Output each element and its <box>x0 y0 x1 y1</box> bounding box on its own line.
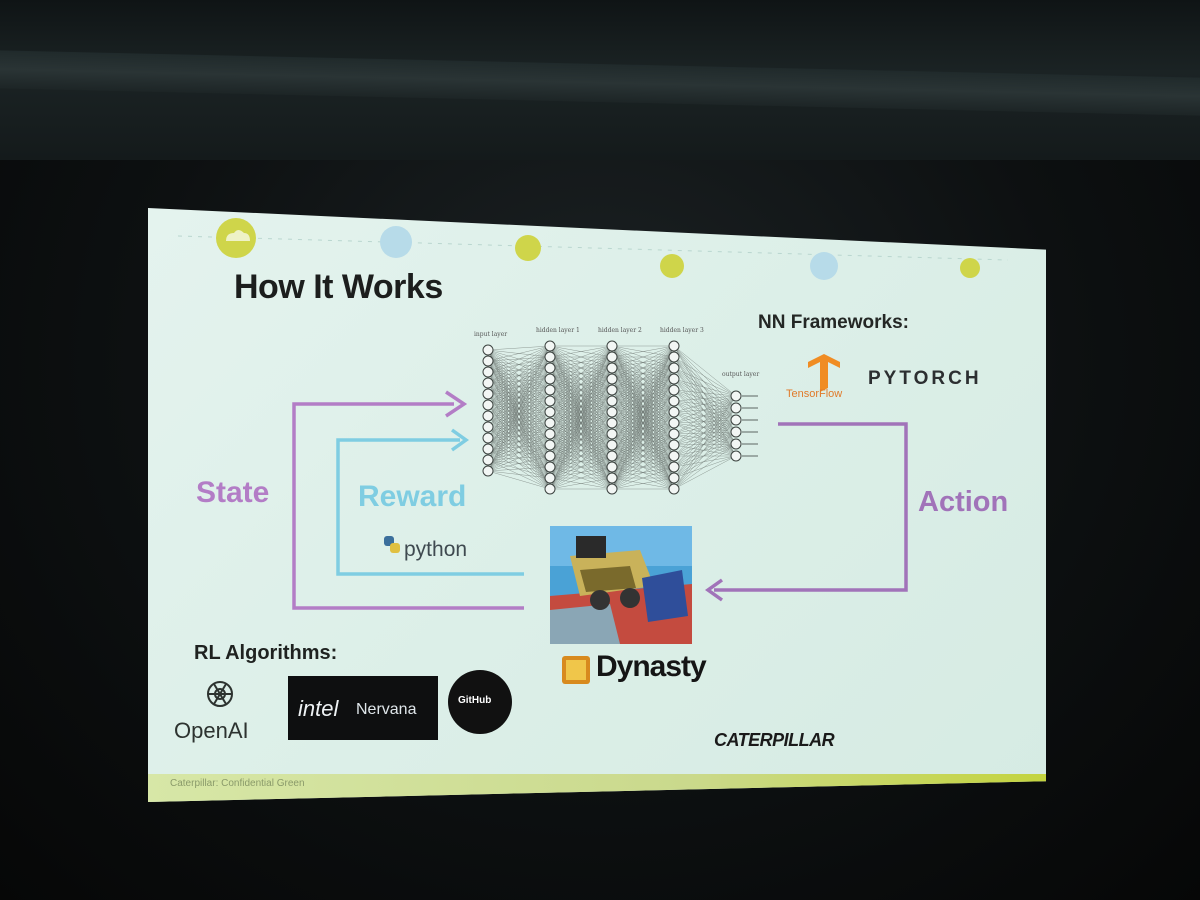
network-node <box>668 373 680 385</box>
action-label: Action <box>918 486 1009 518</box>
network-node <box>544 406 556 418</box>
confidential-footer: Caterpillar: Confidential Green <box>170 778 305 789</box>
layer-label: output layer <box>722 371 759 378</box>
state-label: State <box>196 476 270 509</box>
python-logo-icon <box>384 536 400 553</box>
github-octocat-icon: GitHub <box>448 670 512 734</box>
openai-logo-icon <box>207 681 233 707</box>
network-node <box>482 366 494 378</box>
network-node <box>668 351 680 363</box>
pytorch-logo: PYTORCH <box>868 368 982 389</box>
network-node <box>606 384 618 396</box>
slide-title: How It Works <box>234 268 443 306</box>
network-node <box>544 461 556 473</box>
network-node <box>544 417 556 429</box>
intel-nervana-logo: intel Nervana <box>288 676 438 740</box>
network-node <box>544 439 556 451</box>
network-node <box>606 439 618 451</box>
network-node <box>482 432 494 444</box>
network-node <box>606 373 618 385</box>
network-node <box>606 483 618 495</box>
network-node <box>606 395 618 407</box>
network-node <box>482 355 494 367</box>
network-node <box>544 395 556 407</box>
network-node <box>668 472 680 484</box>
network-node <box>544 373 556 385</box>
network-node <box>668 395 680 407</box>
neural-network-diagram: input layer hidden layer 1 hidden layer 2 h… <box>474 327 759 495</box>
layer-label: input layer <box>474 331 507 338</box>
network-node <box>668 483 680 495</box>
dynasty-logo-icon <box>562 656 590 684</box>
projected-slide: input layer hidden layer 1 hidden layer 2 h… <box>148 208 1046 802</box>
network-node <box>482 344 494 356</box>
network-node <box>544 472 556 484</box>
network-node <box>668 428 680 440</box>
network-node <box>668 384 680 396</box>
reward-arrow <box>336 438 524 576</box>
network-node <box>730 402 742 414</box>
nervana-text: Nervana <box>356 701 417 718</box>
action-arrow <box>714 422 908 592</box>
network-node <box>606 340 618 352</box>
intel-text: intel <box>298 696 339 721</box>
python-label: python <box>404 538 468 561</box>
network-node <box>730 414 742 426</box>
tensorflow-logo-icon <box>808 354 840 392</box>
network-node <box>482 454 494 466</box>
network-node <box>544 450 556 462</box>
layer-label: hidden layer 2 <box>598 327 642 334</box>
network-node <box>544 351 556 363</box>
network-node <box>606 417 618 429</box>
network-node <box>730 450 742 462</box>
network-node <box>606 351 618 363</box>
network-node <box>668 340 680 352</box>
network-node <box>668 417 680 429</box>
dynasty-simulation-image <box>550 526 692 644</box>
network-node <box>606 450 618 462</box>
network-node <box>482 465 494 477</box>
network-node <box>544 384 556 396</box>
network-node <box>668 362 680 374</box>
layer-label: hidden layer 3 <box>660 327 704 334</box>
network-node <box>544 428 556 440</box>
github-text: GitHub <box>458 695 492 706</box>
tensorflow-label: TensorFlow <box>786 388 843 400</box>
network-node <box>668 461 680 473</box>
network-node <box>730 426 742 438</box>
network-node <box>606 428 618 440</box>
network-node <box>606 461 618 473</box>
network-node <box>606 362 618 374</box>
network-node <box>482 421 494 433</box>
layer-label: hidden layer 1 <box>536 327 580 334</box>
dynasty-logo-text: Dynasty <box>596 650 707 683</box>
network-node <box>668 406 680 418</box>
network-node <box>544 362 556 374</box>
network-node <box>482 388 494 400</box>
network-node <box>482 410 494 422</box>
reward-label: Reward <box>358 480 467 513</box>
network-node <box>668 439 680 451</box>
network-node <box>606 472 618 484</box>
network-node <box>482 377 494 389</box>
network-node <box>606 406 618 418</box>
nn-frameworks-label: NN Frameworks: <box>758 312 909 333</box>
network-node <box>482 443 494 455</box>
network-node <box>482 399 494 411</box>
network-node <box>730 438 742 450</box>
decor-layer: input layer hidden layer 1 hidden layer 2 h… <box>177 218 1009 707</box>
rl-algorithms-label: RL Algorithms: <box>194 642 338 664</box>
state-arrow <box>292 402 524 610</box>
network-node <box>668 450 680 462</box>
caterpillar-logo: CATERPILLAR <box>714 730 835 750</box>
openai-label: OpenAI <box>174 718 249 743</box>
network-node <box>730 390 742 402</box>
network-node <box>544 483 556 495</box>
network-node <box>544 340 556 352</box>
